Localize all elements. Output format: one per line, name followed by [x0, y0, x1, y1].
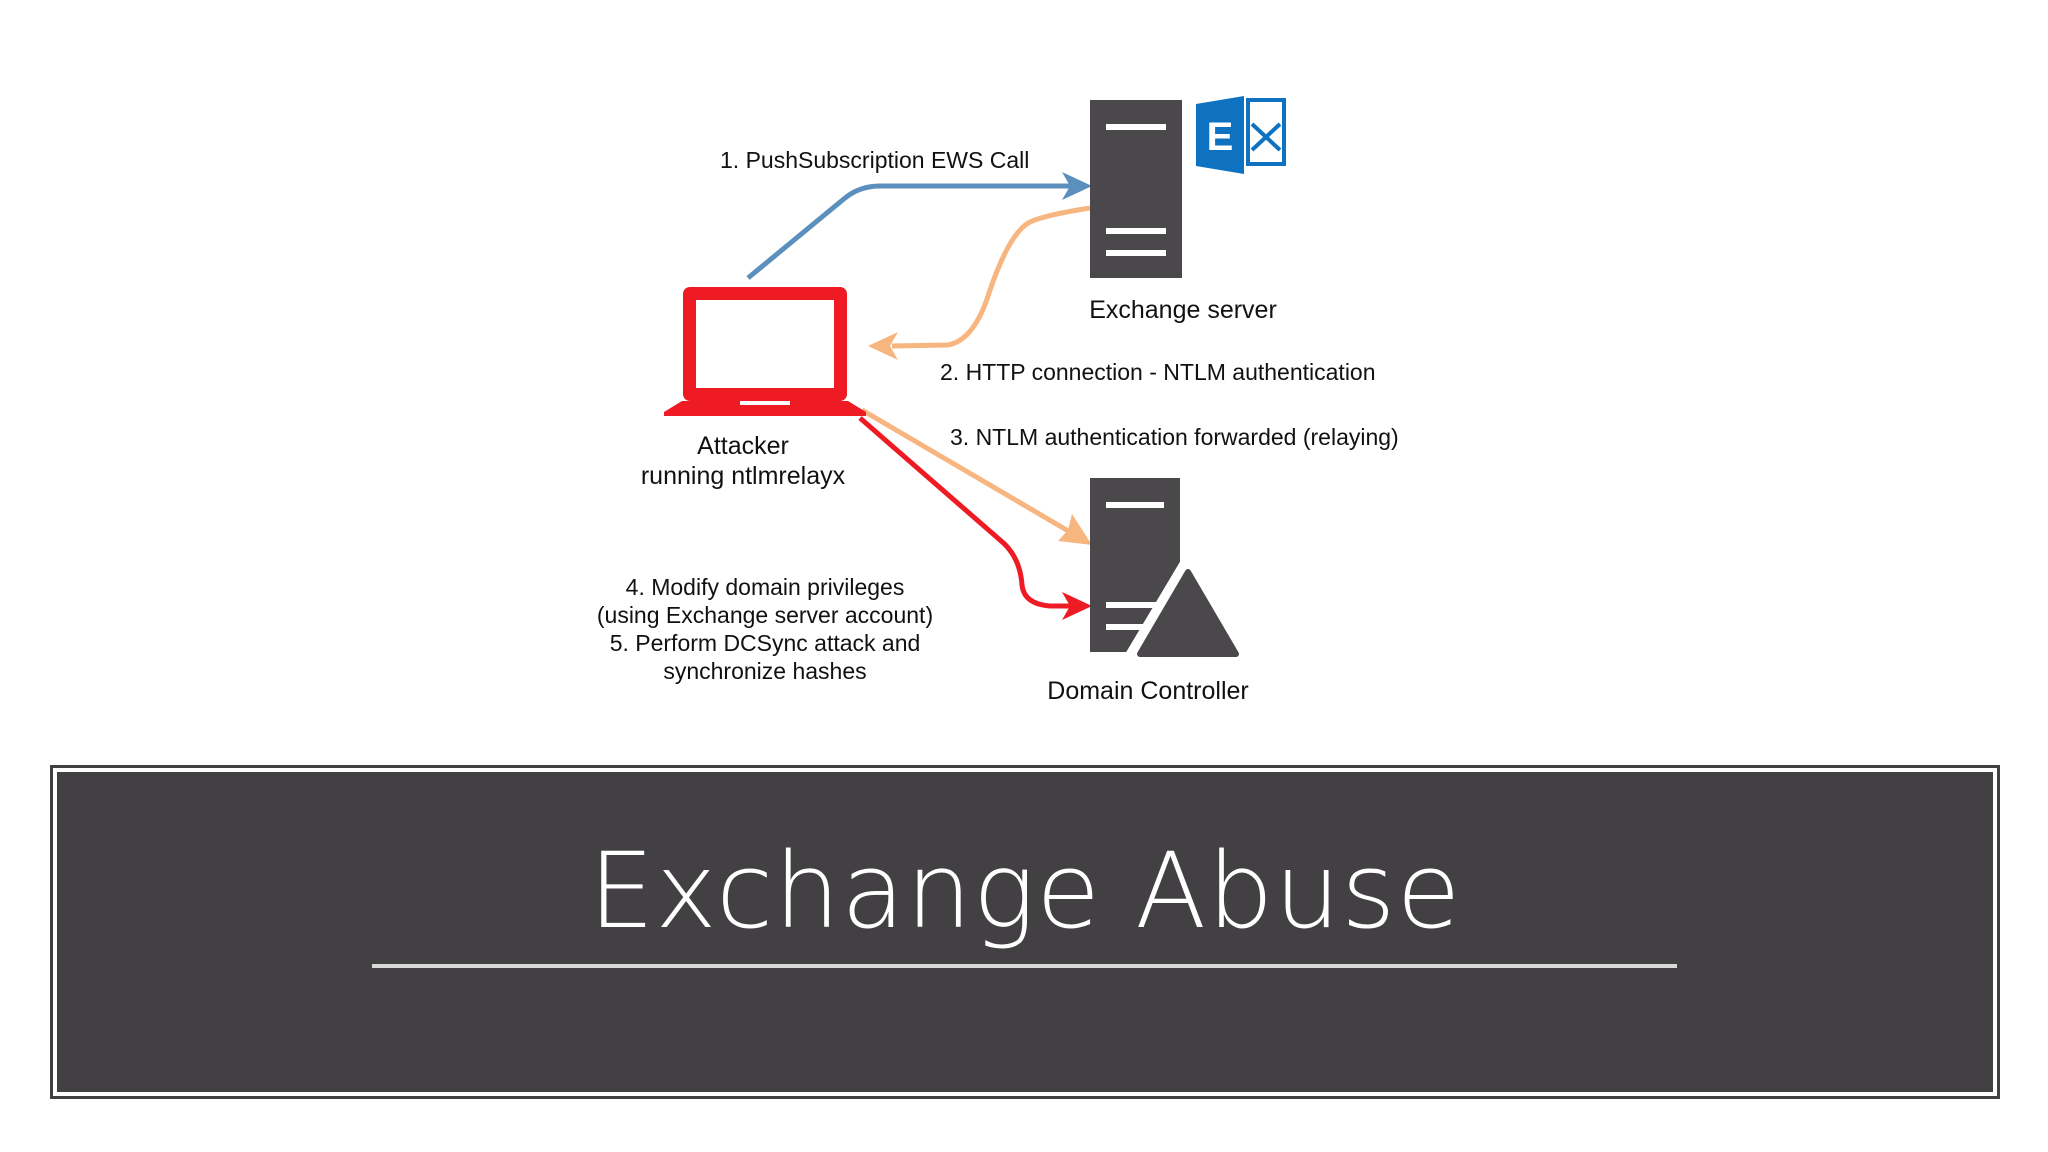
exchange-server-icon: [1090, 100, 1182, 278]
step-5-line-1: 5. Perform DCSync attack and: [610, 630, 921, 656]
arrow-http-ntlm: [868, 205, 1091, 360]
title-underline: [372, 964, 1677, 968]
attack-flow-diagram: E 1. PushSubscription EWS Call 2. HTTP c…: [597, 96, 1399, 705]
slide-title: Exchange Abuse: [588, 830, 1462, 952]
step-1-label: 1. PushSubscription EWS Call: [720, 147, 1029, 173]
step-4-line-1: 4. Modify domain privileges: [626, 574, 905, 600]
arrow-push-subscription: [746, 172, 1092, 280]
domain-controller-label: Domain Controller: [1047, 677, 1248, 705]
attacker-label-line-2: running ntlmrelayx: [641, 462, 846, 490]
attacker-label-line-1: Attacker: [697, 432, 789, 460]
exchange-server-label: Exchange server: [1089, 296, 1277, 324]
arrow-dcsync: [858, 416, 1092, 620]
exchange-logo-icon: E: [1196, 96, 1286, 174]
step-5-line-2: synchronize hashes: [663, 658, 866, 684]
step-4-line-2: (using Exchange server account): [597, 602, 933, 628]
triangle-icon: [1125, 555, 1251, 663]
title-panel: Exchange Abuse: [53, 768, 1997, 1096]
laptop-icon: [664, 287, 866, 416]
step-3-label: 3. NTLM authentication forwarded (relayi…: [950, 424, 1399, 450]
exchange-logo-letter: E: [1207, 115, 1234, 159]
arrow-ntlm-relay: [860, 407, 1092, 545]
step-2-label: 2. HTTP connection - NTLM authentication: [940, 359, 1376, 385]
